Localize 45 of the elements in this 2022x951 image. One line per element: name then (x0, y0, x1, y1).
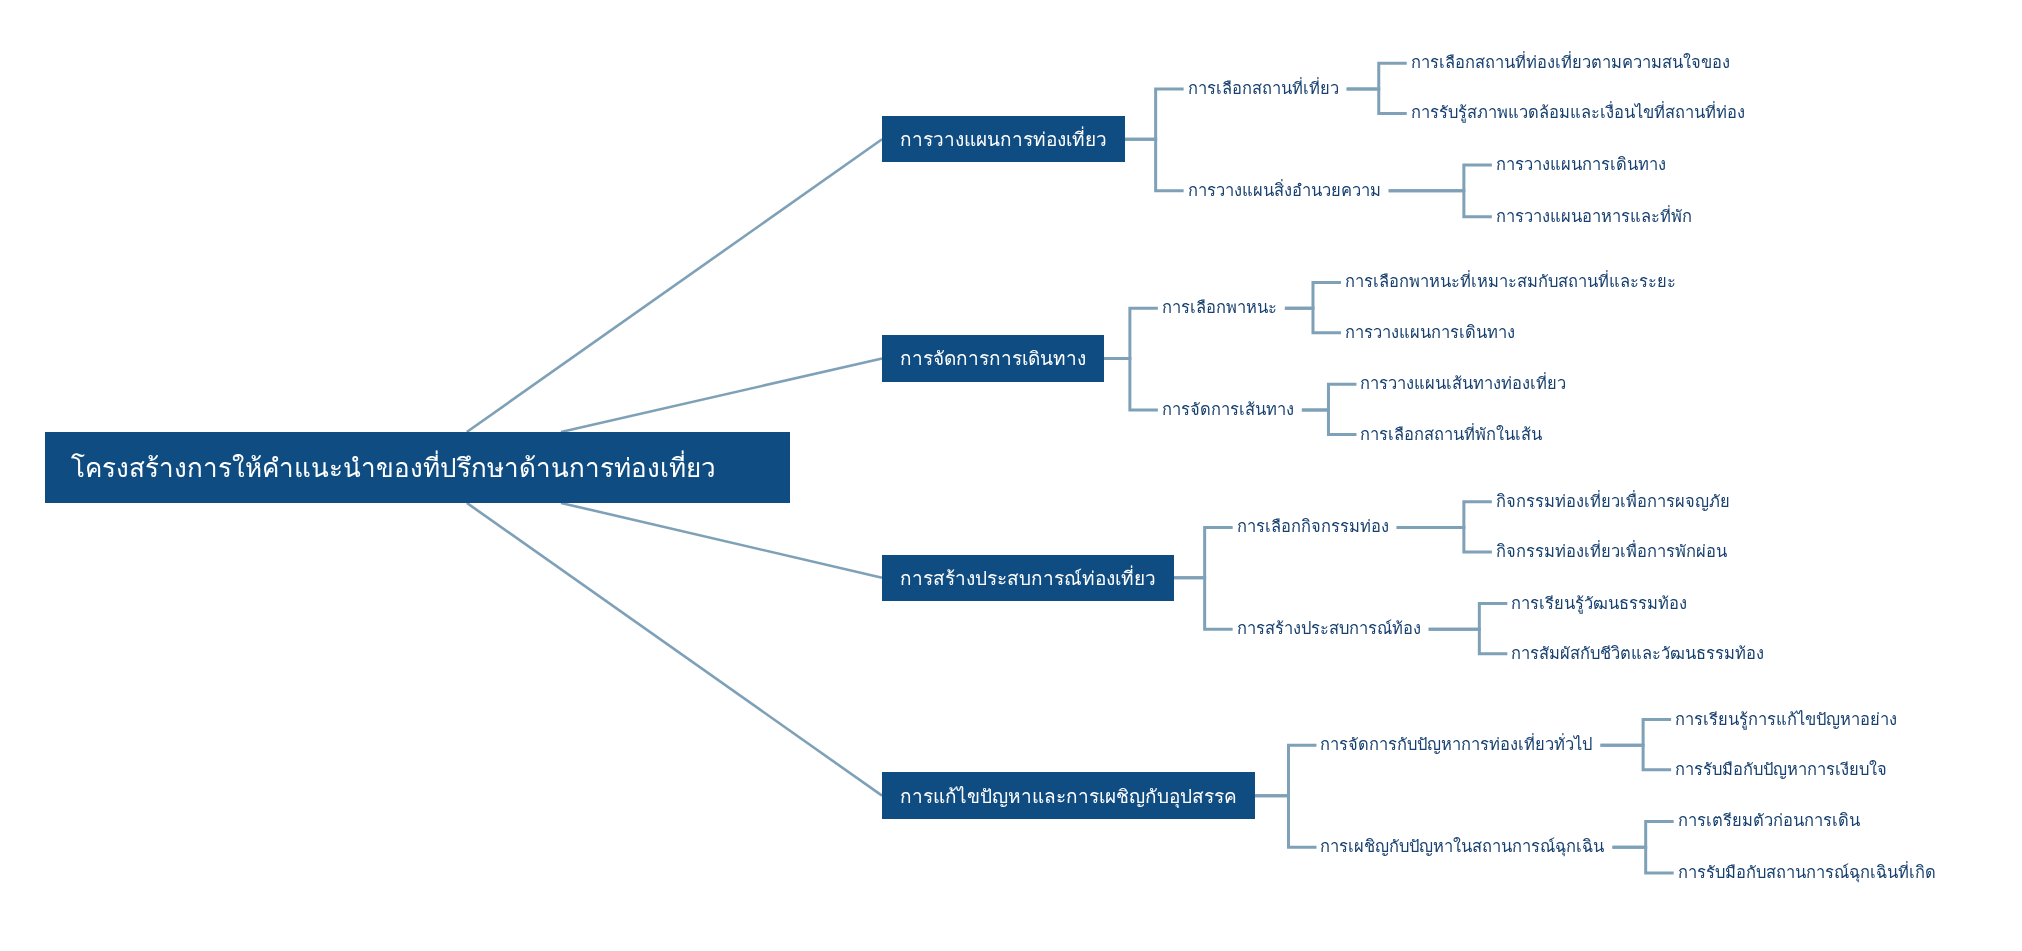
connector-line (560, 501, 883, 579)
branch-text: การจัดการกับปัญหาการท่องเที่ยวทั่วไป (1320, 734, 1593, 757)
branch-text: การเลือกพาหนะที่เหมาะสมกับสถานที่และระยะ (1345, 271, 1676, 294)
connector-line (466, 501, 883, 797)
bracket-connector (1346, 87, 1407, 115)
branch-text: การเรียนรู้การแก้ไขปัญหาอย่าง (1675, 708, 1898, 731)
branch-text: การรับรู้สภาพแวดล้อมและเงื่อนไขที่สถานที่ท่อง (1410, 102, 1745, 125)
branch-text: การเลือกสถานที่พักในเส้น (1360, 423, 1543, 446)
branch-text: การเรียนรู้วัฒนธรรมท้อง (1511, 592, 1688, 615)
branch-text: การเผชิญกับปัญหาในสถานการณ์ฉุกเฉิน (1320, 836, 1605, 858)
bracket-connector (1284, 306, 1341, 335)
branch-text: การเลือกกิจกรรมท่อง (1236, 516, 1389, 539)
branch-text: การสร้างประสบการณ์ท้อง (1236, 618, 1421, 640)
bracket-connector (1174, 576, 1233, 631)
title-box: โครงสร้างการให้คำแนะนำของที่ปรึกษาด้านการท่องเที่ยว (45, 432, 791, 503)
bracket-connector (1396, 525, 1492, 554)
branch-text: การสัมผัสกับชีวิตและวัฒนธรรมท้อง (1511, 643, 1765, 665)
bracket-connector (1255, 794, 1317, 849)
bracket-connector (1612, 845, 1674, 875)
branch-text: การเลือกสถานที่เที่ยว (1187, 78, 1339, 100)
branch-text: การเลือกพาหนะ (1161, 297, 1277, 319)
topic-box: การจัดการการเดินทาง (882, 335, 1105, 382)
branch-text: การรับมือกับสถานการณ์ฉุกเฉินที่เกิด (1677, 862, 1936, 884)
branch-text: การรับมือกับปัญหาการเงียบใจ (1675, 759, 1888, 781)
connector-line (560, 357, 883, 434)
topic-box: การแก้ไขปัญหาและการเผชิญกับอุปสรรค (882, 772, 1256, 819)
branch-text: การวางแผนสิ่งอำนวยความ (1187, 180, 1381, 202)
branch-text: กิจกรรมท่องเที่ยวเพื่อการพักผ่อน (1495, 541, 1727, 563)
branch-text: การเลือกสถานที่ท่องเที่ยวตามความสนใจของ (1410, 52, 1730, 74)
topic-box: การวางแผนการท่องเที่ยว (882, 116, 1126, 163)
topic-box: การสร้างประสบการณ์ท่องเที่ยว (882, 554, 1175, 601)
bracket-connector (1428, 627, 1508, 656)
branch-text: การวางแผนเส้นทางท่องเที่ยว (1360, 373, 1567, 395)
branch-text: การวางแผนอาหารและที่พัก (1495, 205, 1692, 228)
branch-text: การวางแผนการเดินทาง (1345, 321, 1515, 344)
bracket-connector (1125, 137, 1184, 193)
bracket-connector (1104, 357, 1158, 412)
connector-line (466, 138, 883, 434)
branch-text: กิจกรรมท่องเที่ยวเพื่อการผจญภัย (1495, 490, 1730, 513)
bracket-connector (1301, 408, 1357, 437)
branch-text: การจัดการเส้นทาง (1161, 399, 1294, 421)
branch-text: การวางแผนการเดินทาง (1495, 154, 1666, 176)
branch-text: การเตรียมตัวก่อนการเดิน (1677, 810, 1860, 833)
bracket-connector (1388, 189, 1492, 219)
bracket-connector (1600, 743, 1672, 772)
